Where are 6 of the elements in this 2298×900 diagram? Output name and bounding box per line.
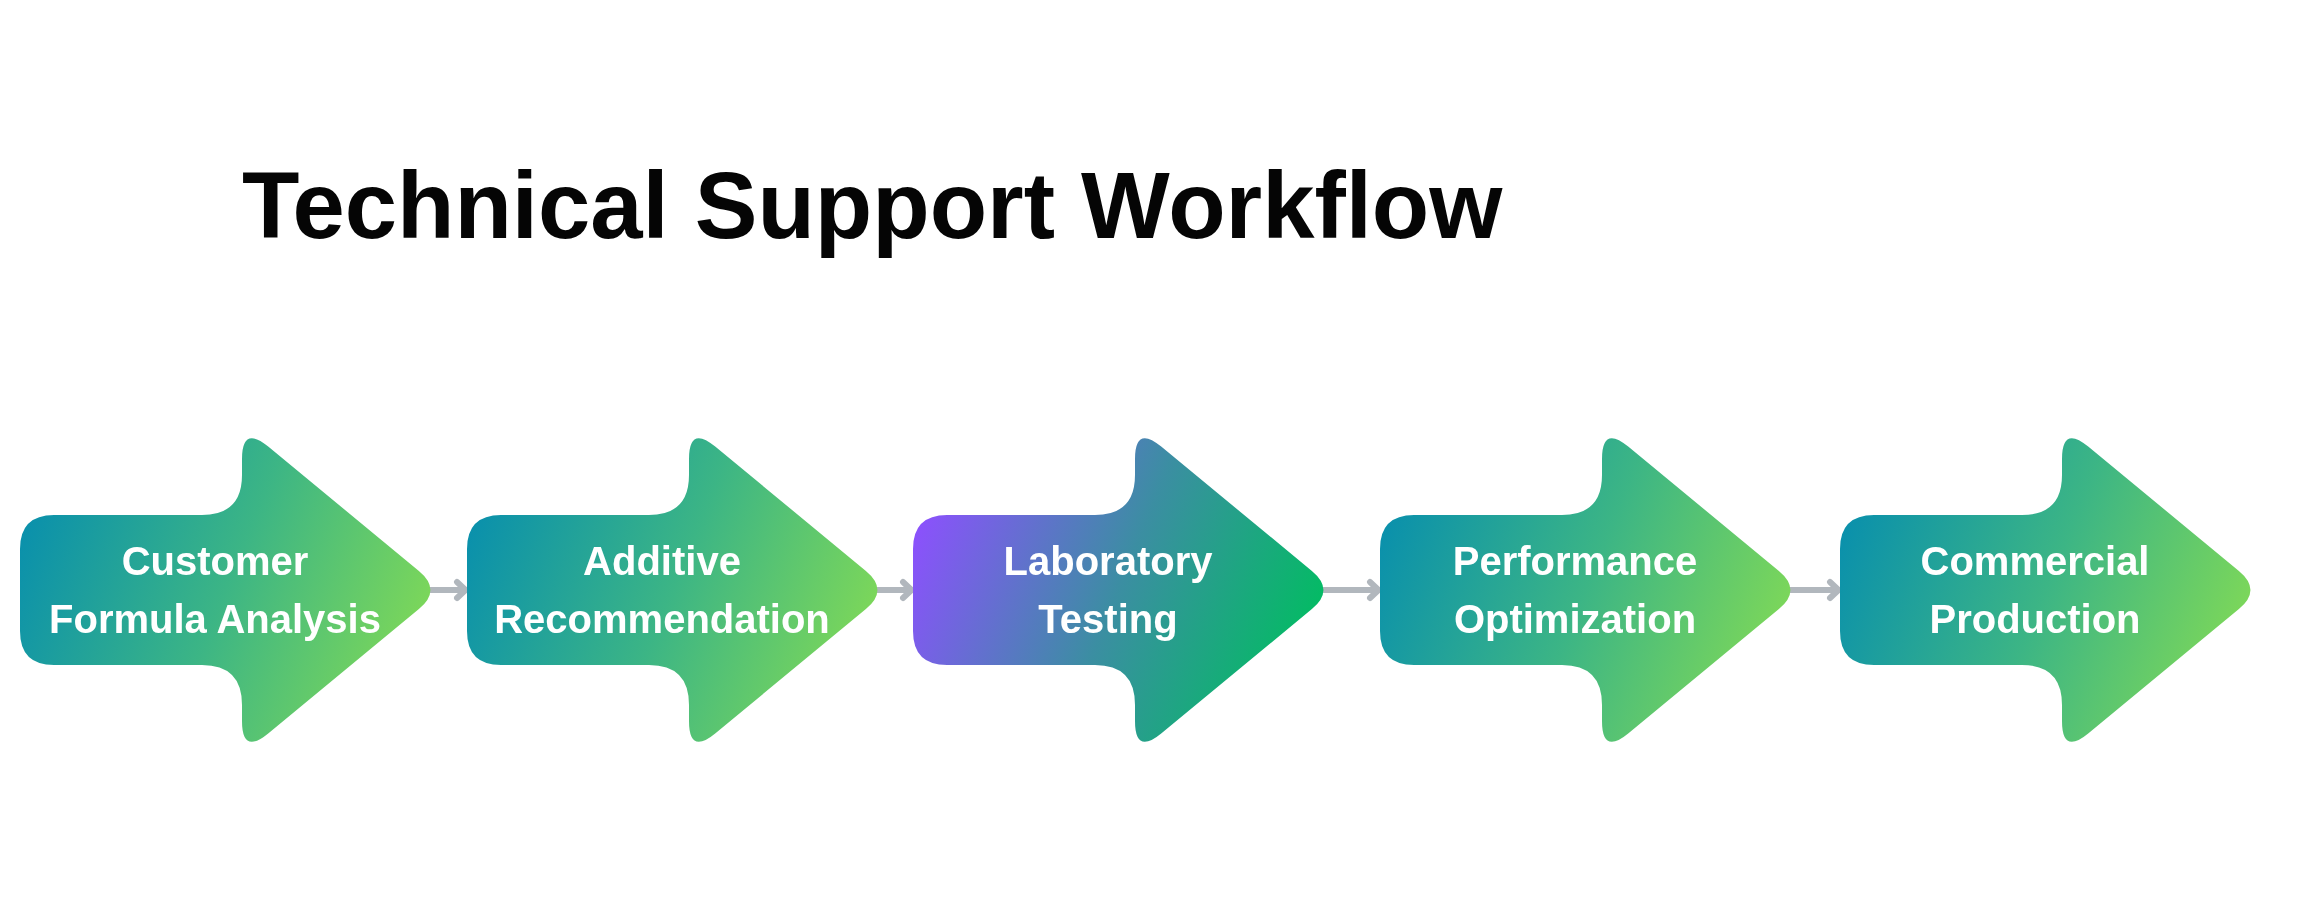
diagram-title: Technical Support Workflow <box>242 152 1503 260</box>
step-label: Commercial Production <box>1919 538 2151 643</box>
step-label: Customer Formula Analysis <box>48 538 382 643</box>
step-label: Additive Recommendation <box>493 538 831 643</box>
step-label: Performance Optimization <box>1451 538 1699 643</box>
step-label: Laboratory Testing <box>1002 538 1214 643</box>
